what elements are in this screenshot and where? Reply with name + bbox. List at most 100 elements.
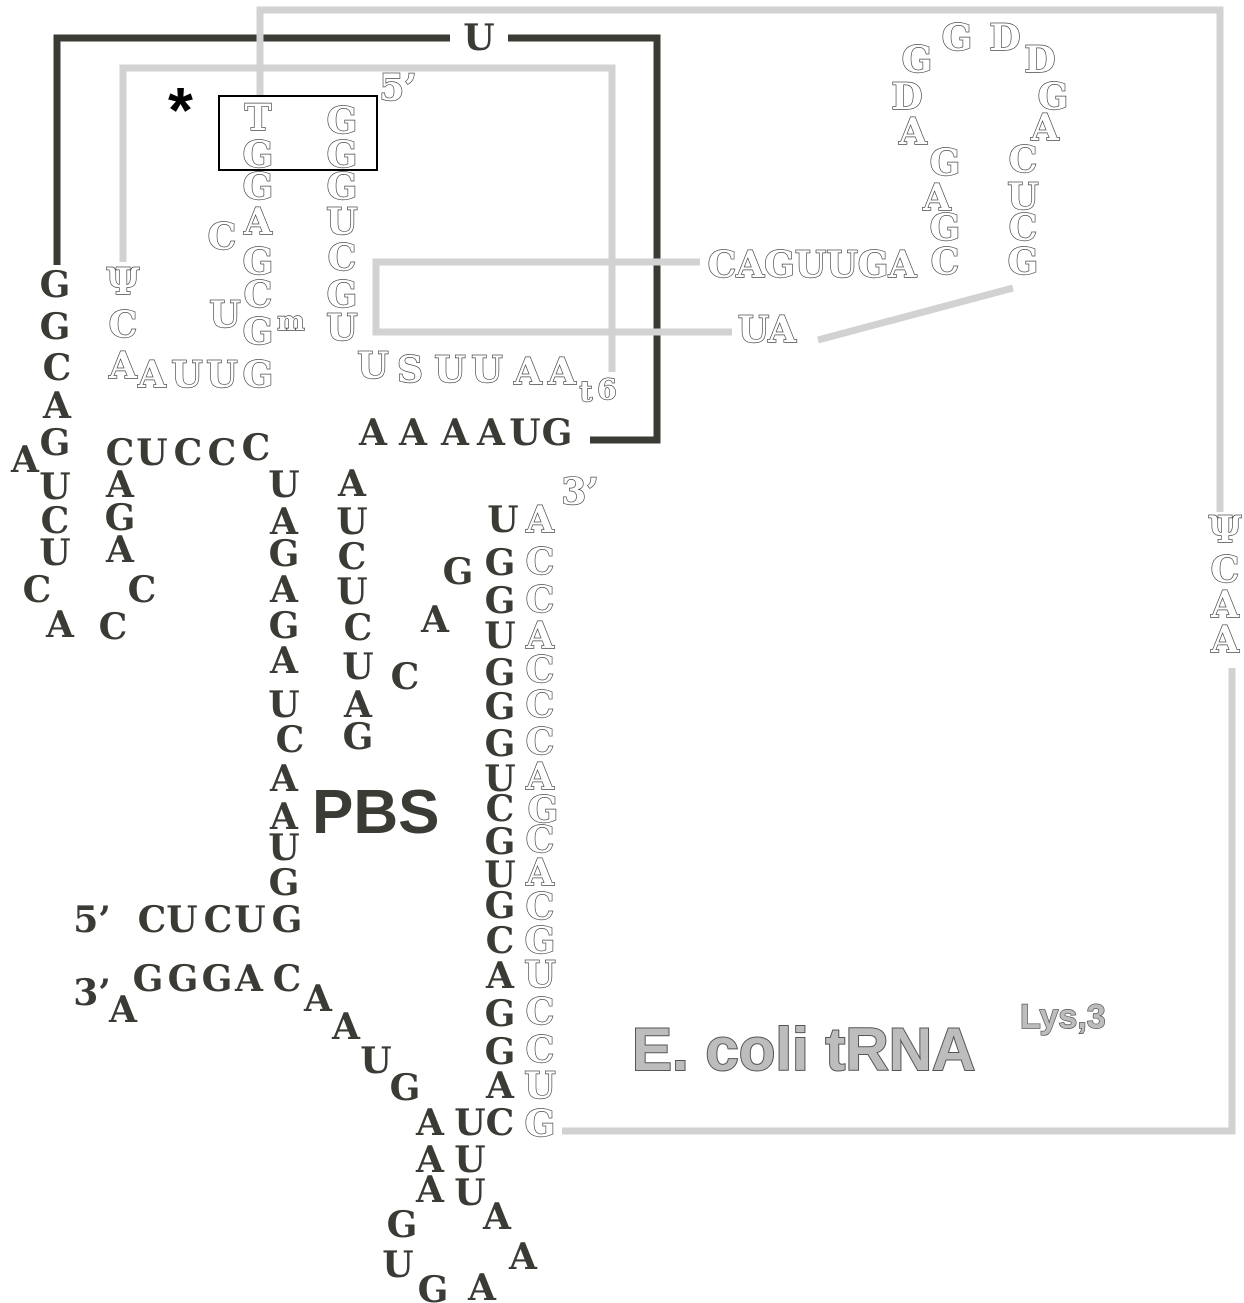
viral-rna-nucleotide: C: [40, 500, 70, 542]
trna-nucleotide: C: [207, 216, 237, 258]
viral-rna-nucleotide: G: [104, 497, 136, 539]
viral-rna-nucleotide: A: [270, 640, 298, 682]
viral-rna-nucleotide: U: [268, 464, 300, 506]
trna-nucleotide: D: [989, 17, 1022, 59]
viral-rna-nucleotide: A: [416, 1169, 444, 1211]
highlight-box: [218, 95, 378, 171]
trna-nucleotide: C: [525, 684, 555, 726]
connector-line: [256, 6, 1224, 512]
viral-rna-nucleotide: C: [98, 606, 128, 648]
viral-rna-nucleotide: G: [417, 1269, 449, 1303]
viral-rna-nucleotide: A: [304, 978, 332, 1020]
trna-nucleotide: 3’: [561, 471, 600, 513]
viral-rna-nucleotide: A: [270, 796, 298, 838]
viral-rna-nucleotide: C: [241, 427, 271, 469]
viral-rna-nucleotide: C: [485, 920, 515, 962]
viral-rna-nucleotide: G: [484, 1031, 516, 1073]
viral-rna-nucleotide: C: [337, 536, 367, 578]
trna-nucleotide: A: [922, 177, 951, 219]
trna-nucleotide: G: [242, 134, 274, 176]
viral-rna-nucleotide: C: [105, 432, 135, 474]
trna-nucleotide: A: [1030, 107, 1059, 149]
trna-nucleotide: U: [209, 294, 242, 336]
viral-rna-nucleotide: A: [509, 1236, 537, 1278]
trna-nucleotide: D: [1024, 39, 1057, 81]
viral-rna-nucleotide: G: [389, 1067, 421, 1109]
viral-rna-nucleotide: G: [271, 899, 303, 941]
viral-rna-nucleotide: C: [343, 607, 373, 649]
trna-nucleotide: G: [527, 789, 559, 831]
trna-nucleotide: C: [525, 541, 555, 583]
viral-rna-nucleotide: U: [336, 501, 368, 543]
trna-nucleotide: C: [525, 1029, 555, 1071]
viral-rna-nucleotide: A: [486, 955, 514, 997]
viral-rna-nucleotide: A: [106, 464, 134, 506]
trna-nucleotide: C: [525, 819, 555, 861]
trna-nucleotide: U: [524, 954, 557, 996]
trna-nucleotide: A: [243, 201, 272, 243]
connector-line: [119, 64, 616, 372]
viral-rna-nucleotide: C: [22, 569, 52, 611]
viral-rna-nucleotide: G: [484, 652, 516, 694]
asterisk-marker: *: [168, 74, 193, 146]
viral-rna-nucleotide: U: [268, 684, 300, 726]
viral-rna-nucleotide: G: [342, 716, 374, 758]
viral-rna-nucleotide: G: [484, 993, 516, 1035]
trna-nucleotide: G: [929, 207, 961, 249]
trna-nucleotide: U: [206, 354, 239, 396]
viral-rna-nucleotide: C: [127, 569, 157, 611]
viral-rna-nucleotide: 3’: [73, 972, 111, 1014]
viral-rna-nucleotide: U: [484, 758, 516, 800]
trna-nucleotide: U: [471, 349, 504, 391]
viral-rna-nucleotide: A: [106, 529, 134, 571]
viral-rna-nucleotide: C: [485, 788, 515, 830]
trna-nucleotide: U: [434, 349, 467, 391]
viral-rna-nucleotide: C: [275, 719, 305, 761]
trna-nucleotide: A: [898, 111, 927, 153]
viral-rna-nucleotide: U: [166, 899, 198, 941]
viral-rna-nucleotide: A: [421, 599, 449, 641]
viral-rna-nucleotide: G: [484, 723, 516, 765]
viral-rna-nucleotide: G: [484, 821, 516, 863]
connector-line: [817, 284, 1014, 344]
viral-rna-nucleotide: A: [338, 463, 366, 505]
trna-nucleotide: G: [326, 100, 358, 142]
trna-nucleotide: A: [525, 615, 554, 657]
viral-rna-nucleotide: C: [42, 347, 72, 389]
trna-nucleotide: G: [326, 134, 358, 176]
viral-rna-nucleotide: U: [39, 532, 71, 574]
trna-nucleotide: C: [525, 991, 555, 1033]
viral-rna-nucleotide: U: [509, 412, 541, 454]
viral-rna-nucleotide: G: [484, 686, 516, 728]
trna-nucleotide: C: [930, 241, 960, 283]
trna-nucleotide: C: [525, 721, 555, 763]
viral-rna-nucleotide: A: [46, 604, 74, 646]
trna-nucleotide: CAGUUGA: [707, 244, 917, 286]
trna-nucleotide: C: [1008, 207, 1038, 249]
viral-rna-nucleotide: U: [342, 646, 374, 688]
viral-rna-nucleotide: U: [454, 1172, 486, 1214]
viral-rna-nucleotide: A: [486, 1065, 514, 1107]
trna-nucleotide: m: [277, 307, 306, 337]
viral-rna-nucleotide: A: [270, 501, 298, 543]
viral-rna-nucleotide: A: [235, 958, 263, 1000]
trna-nucleotide: A: [137, 354, 166, 396]
trna-nucleotide: G: [901, 39, 933, 81]
viral-rna-nucleotide: G: [132, 958, 164, 1000]
trna-nucleotide: UA: [737, 309, 797, 351]
viral-rna-nucleotide: C: [485, 1102, 515, 1144]
viral-rna-nucleotide: A: [43, 385, 71, 427]
viral-rna-nucleotide: G: [201, 958, 233, 1000]
trna-nucleotide: C: [243, 274, 273, 316]
trna-nucleotide: A: [525, 756, 554, 798]
trna-nucleotide: S: [396, 349, 423, 391]
viral-rna-nucleotide: G: [541, 412, 573, 454]
trna-nucleotide: t: [579, 375, 593, 408]
viral-rna-nucleotide: G: [39, 306, 71, 348]
viral-rna-nucleotide: G: [268, 605, 300, 647]
trna-nucleotide: U: [326, 307, 359, 349]
viral-rna-nucleotide: G: [268, 862, 300, 904]
viral-rna-nucleotide: U: [268, 827, 300, 869]
